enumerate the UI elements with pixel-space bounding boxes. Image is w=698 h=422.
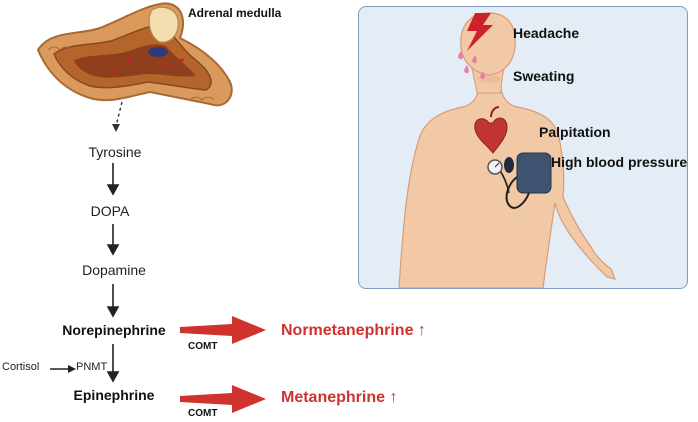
- dashed-arrow: [112, 101, 123, 132]
- pathway-arrows: [106, 163, 120, 383]
- pnmt-label: PNMT: [76, 361, 108, 373]
- metanephrine-label: Metanephrine ↑: [281, 389, 398, 406]
- step-dopa: DOPA: [90, 203, 130, 219]
- blood-pressure-cuff-icon: [487, 152, 552, 209]
- cortisol-label: Cortisol: [2, 361, 40, 373]
- normetanephrine-label: Normetanephrine ↑: [281, 322, 426, 339]
- heart-icon: [474, 106, 508, 154]
- sweat-drop-icon: [458, 51, 485, 80]
- symptom-palpitation: Palpitation: [539, 124, 611, 140]
- step-tyrosine: Tyrosine: [88, 144, 142, 160]
- cortisol-arrow: [50, 365, 76, 373]
- symptom-headache: Headache: [513, 25, 580, 41]
- adrenal-gland-icon: [36, 2, 233, 107]
- step-epinephrine: Epinephrine: [73, 387, 155, 403]
- symptoms-panel: Headache Sweating Palpitation High blood…: [358, 6, 688, 289]
- step-norepinephrine: Norepinephrine: [62, 322, 166, 338]
- step-dopamine: Dopamine: [82, 262, 146, 278]
- comt-label-2: COMT: [188, 408, 218, 419]
- human-torso-icon: [398, 12, 616, 288]
- comt-arrows: [180, 316, 266, 413]
- symptom-sweating: Sweating: [513, 68, 575, 84]
- symptom-high-blood-pressure: High blood pressure: [551, 154, 688, 170]
- adrenal-medulla-label: Adrenal medulla: [188, 6, 282, 20]
- lightning-icon: [467, 13, 493, 51]
- comt-label-1: COMT: [188, 341, 218, 352]
